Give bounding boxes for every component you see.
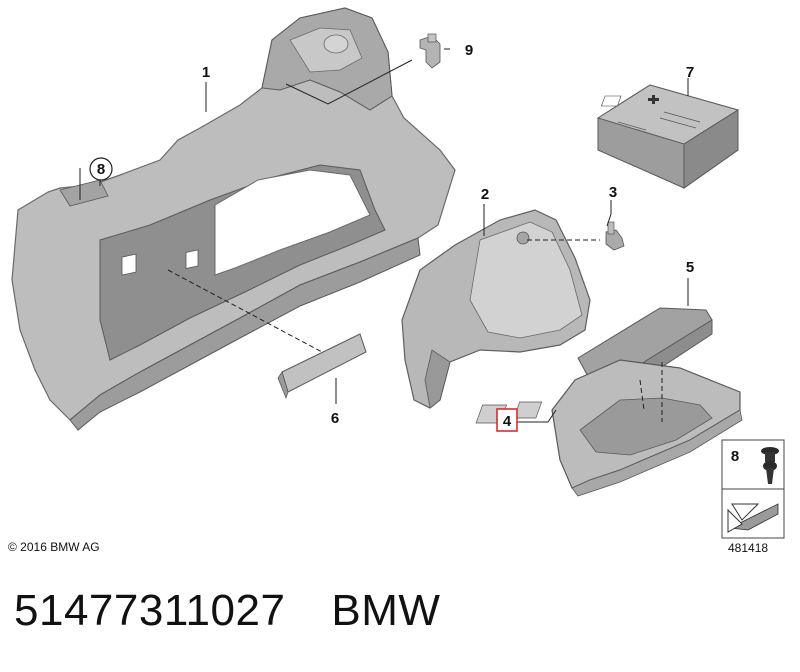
part-9-clip [419,33,441,69]
callout-5: 5 [686,259,694,276]
brand-name: BMW [331,586,441,635]
callout-1: 1 [202,64,210,81]
dashed-assembly-lines [167,239,663,422]
part-6-cover [277,333,367,400]
callout-8-circle: 8 [89,157,113,181]
part-7-first-aid-kit [596,84,740,189]
callout-2: 2 [481,186,489,203]
inset-label-8: 8 [731,448,739,465]
callout-3: 3 [609,184,617,201]
part-number: 51477311027 [14,586,286,635]
svg-text:4: 4 [503,413,512,430]
callout-6: 6 [331,410,339,427]
leader-lines [79,48,689,423]
callout-9: 9 [465,42,473,59]
push-pin-fastener-icon [761,447,779,484]
diagram-id: 481418 [728,541,769,555]
arrow-icon [727,503,779,533]
copyright-text: © 2016 BMW AG [8,540,100,554]
part-2-wheel-arch-cover [401,209,591,409]
svg-text:8: 8 [97,161,105,178]
part-1-side-trim-panel [11,7,456,431]
inset-fastener-box: 8 [721,439,785,539]
part-3-clip [605,221,625,251]
callout-4-highlighted: 4 [496,408,518,432]
part-4-storage-tray [475,359,743,497]
callout-7: 7 [686,64,694,81]
part-number-line: 51477311027 BMW [14,586,440,636]
